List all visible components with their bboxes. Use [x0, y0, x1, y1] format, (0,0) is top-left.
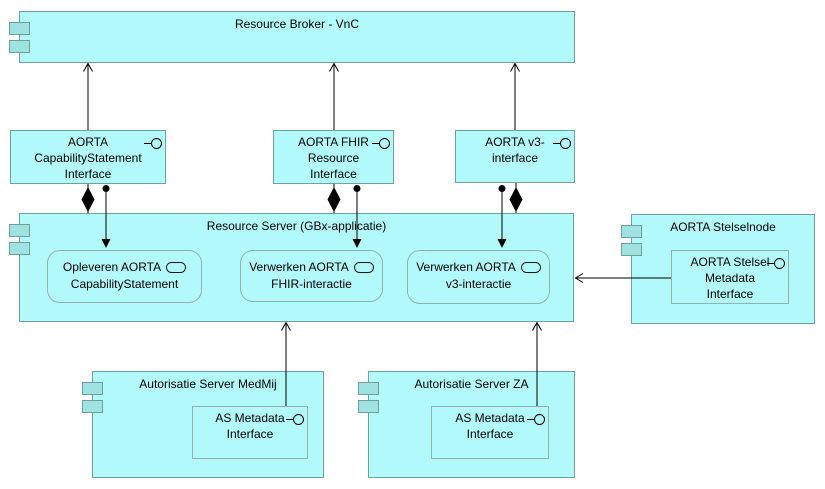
- interface-as-metadata-medmij[interactable]: AS Metadata Interface: [192, 406, 308, 459]
- interface-label: AS Metadata: [215, 411, 285, 425]
- application-service-icon: [166, 262, 187, 273]
- interface-label: Interface: [64, 167, 112, 181]
- service-label: Opleveren AORTA: [62, 260, 162, 274]
- interface-aorta-capabilitystatement[interactable]: AORTA CapabilityStatement Interface: [10, 130, 166, 184]
- component-resource-broker[interactable]: Resource Broker - VnC: [9, 11, 575, 63]
- component-tab-icon: [358, 382, 379, 395]
- component-tab-icon: [9, 22, 30, 35]
- serving-arrow-fhir-to-broker: [329, 62, 339, 130]
- interface-label: Interface: [466, 427, 514, 441]
- component-title: Autorisatie Server ZA: [414, 377, 529, 391]
- interface-lollipop-icon: [286, 414, 304, 426]
- interface-label: AORTA v3-: [485, 135, 545, 149]
- component-tab-icon: [82, 382, 103, 395]
- interface-label: Interface: [226, 427, 274, 441]
- interface-aorta-v3[interactable]: AORTA v3- interface: [455, 130, 575, 183]
- interface-lollipop-icon: [767, 258, 785, 270]
- service-verwerken-aorta-v3-interactie[interactable]: Verwerken AORTA v3-interactie: [407, 250, 550, 304]
- interface-lollipop-icon: [144, 138, 162, 150]
- component-title: Resource Broker - VnC: [234, 17, 360, 31]
- component-tab-icon: [9, 224, 30, 237]
- interface-label: interface: [491, 151, 539, 165]
- interface-label: Interface: [706, 287, 754, 301]
- interface-label: AS Metadata: [455, 411, 525, 425]
- interface-lollipop-icon: [372, 138, 390, 150]
- serving-arrow-v3-to-broker: [510, 62, 520, 130]
- application-service-icon: [353, 262, 374, 273]
- service-opleveren-aorta-capabilitystatement[interactable]: Opleveren AORTA CapabilityStatement: [47, 250, 202, 303]
- component-tab-icon: [358, 400, 379, 413]
- interface-aorta-fhir-resource[interactable]: AORTA FHIR Resource Interface: [273, 130, 394, 184]
- component-tab-icon: [9, 40, 30, 53]
- service-label: Verwerken AORTA: [416, 260, 516, 274]
- interface-label: AORTA: [67, 135, 109, 149]
- service-verwerken-aorta-fhir-interactie[interactable]: Verwerken AORTA FHIR-interactie: [240, 250, 383, 302]
- interface-lollipop-icon: [553, 138, 571, 150]
- application-service-icon: [520, 262, 541, 273]
- interface-aorta-stelsel-metadata[interactable]: AORTA Stelsel Metadata Interface: [671, 250, 789, 304]
- interface-label: Metadata: [704, 271, 756, 285]
- interface-label: Resource: [307, 151, 360, 165]
- component-tab-icon: [9, 242, 30, 255]
- interface-label: CapabilityStatement: [34, 151, 142, 165]
- service-label: CapabilityStatement: [70, 277, 179, 291]
- service-label: Verwerken AORTA: [249, 260, 349, 274]
- component-title: Autorisatie Server MedMij: [139, 377, 277, 391]
- component-tab-icon: [621, 225, 642, 238]
- interface-as-metadata-za[interactable]: AS Metadata Interface: [431, 406, 549, 459]
- component-tab-icon: [82, 400, 103, 413]
- component-title: Resource Server (GBx-applicatie): [206, 219, 387, 233]
- composition-server-fhir: [327, 184, 341, 213]
- serving-arrow-capability-to-broker: [83, 62, 93, 130]
- composition-server-capability: [81, 184, 95, 213]
- composition-server-v3: [509, 183, 523, 213]
- component-tab-icon: [621, 243, 642, 256]
- interface-lollipop-icon: [527, 414, 545, 426]
- component-title: AORTA Stelselnode: [670, 220, 776, 234]
- service-label: v3-interactie: [445, 277, 512, 291]
- interface-label: AORTA FHIR: [298, 135, 369, 149]
- service-label: FHIR-interactie: [271, 277, 352, 291]
- interface-label: AORTA Stelsel: [690, 255, 770, 269]
- interface-label: Interface: [310, 167, 357, 181]
